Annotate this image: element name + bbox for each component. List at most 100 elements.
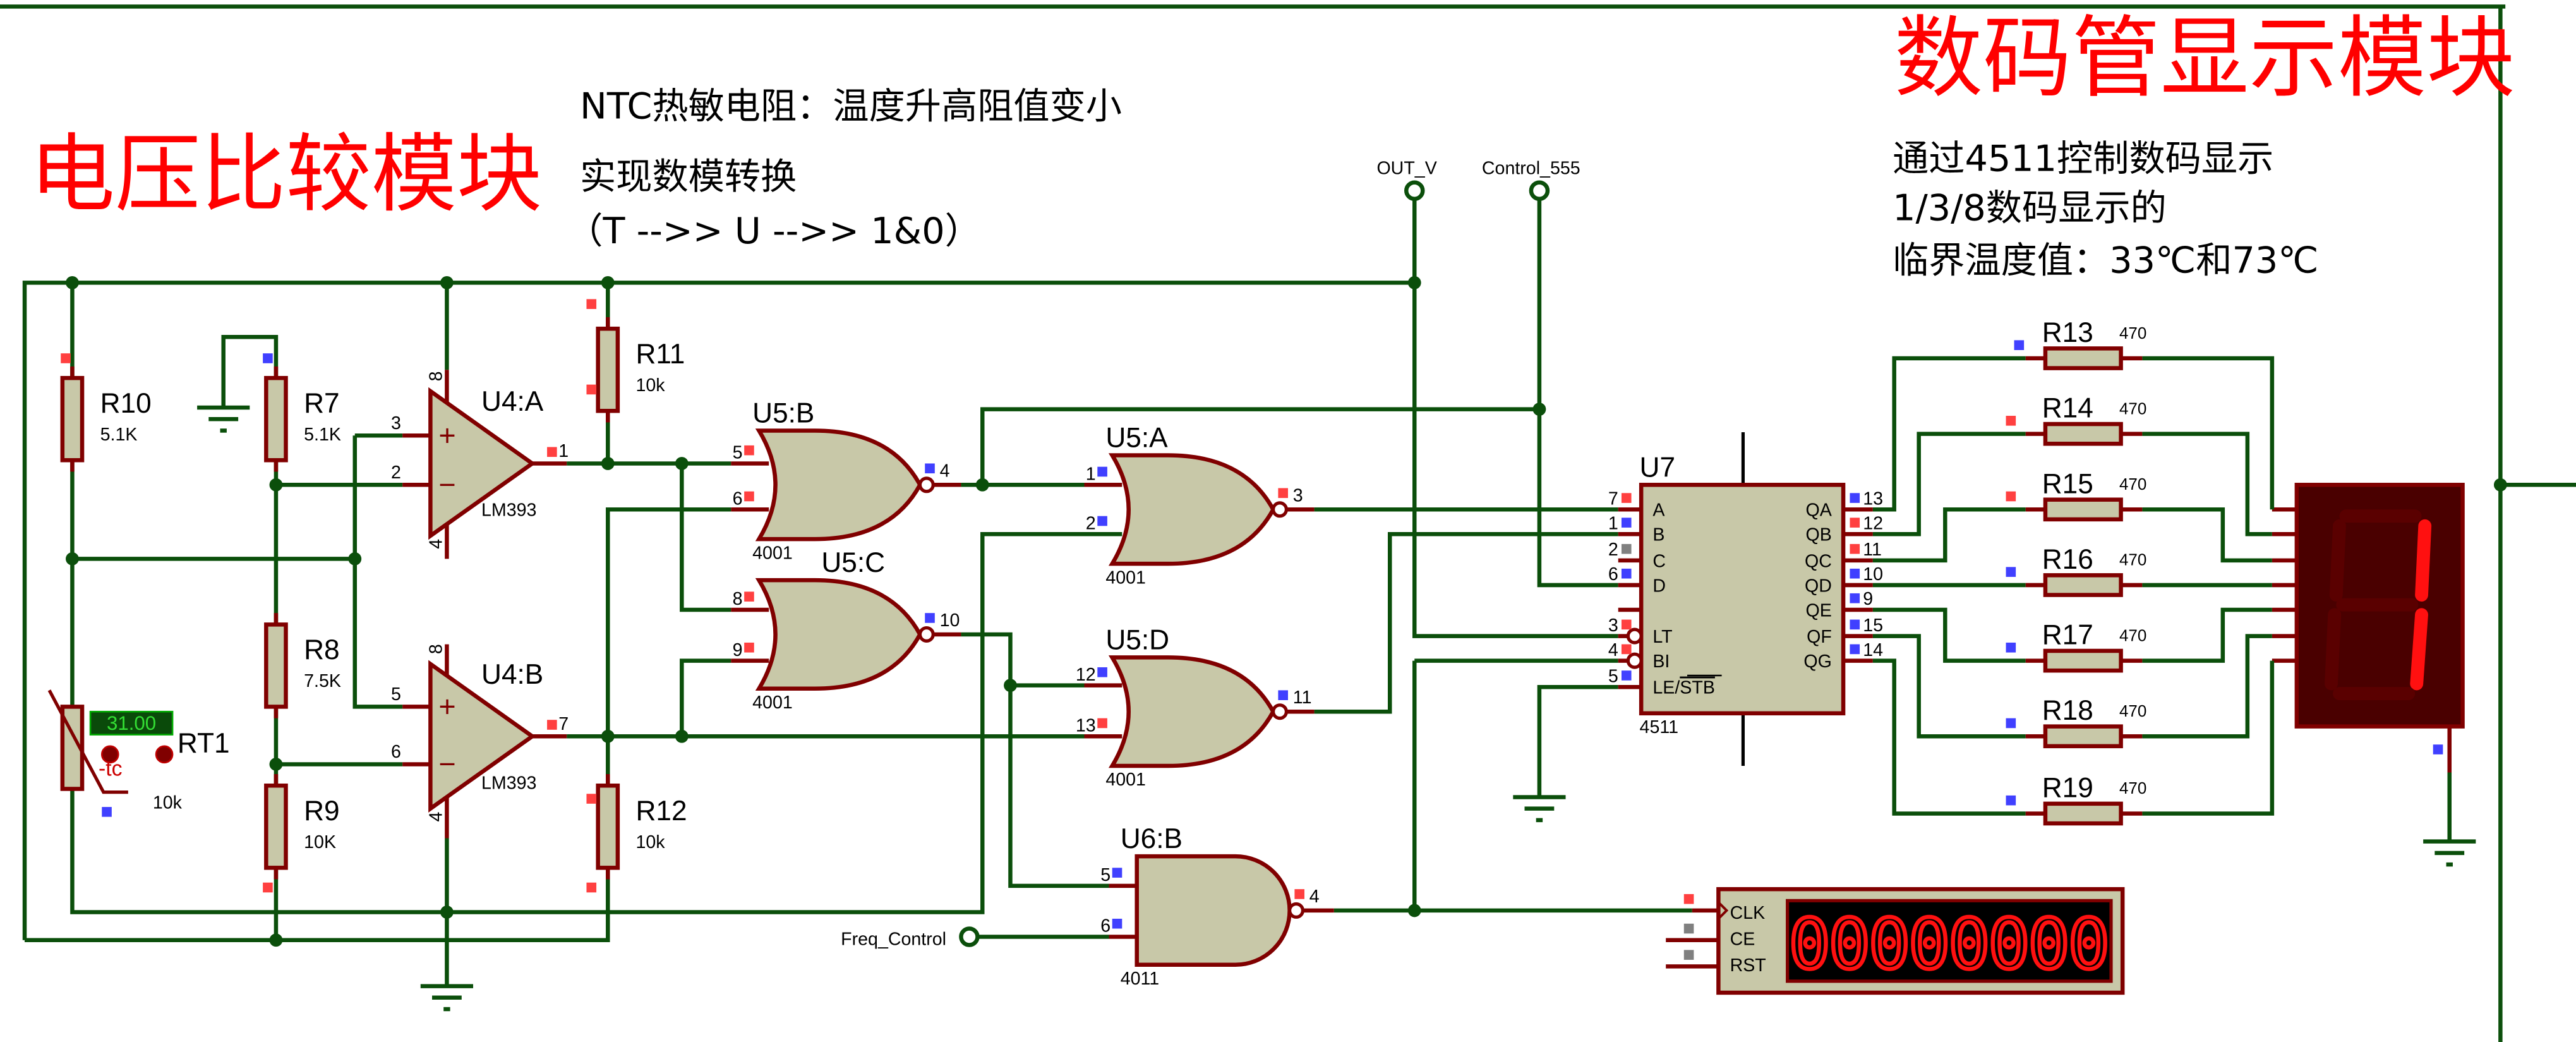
- inverter-bubble: [1288, 902, 1305, 919]
- pin-state-marker: [1278, 488, 1288, 499]
- wire[interactable]: [1412, 198, 1618, 638]
- wire[interactable]: [1872, 507, 2026, 563]
- control-555-terminal-icon[interactable]: [1529, 180, 1550, 201]
- pin-number: 4: [1608, 640, 1618, 660]
- decoder-output-label: QA: [1806, 500, 1833, 521]
- wire[interactable]: [22, 281, 1415, 940]
- wire[interactable]: [25, 863, 610, 942]
- wire[interactable]: [70, 532, 1122, 914]
- decoder-input-label: LT: [1652, 627, 1672, 647]
- temperature-increase-button[interactable]: [155, 745, 174, 764]
- wire[interactable]: [961, 632, 1109, 888]
- temperature-decrease-button[interactable]: [100, 745, 119, 764]
- pin-state-marker: [1621, 568, 1632, 579]
- wire[interactable]: [2142, 634, 2272, 739]
- pin-number: 3: [391, 413, 401, 433]
- comparator-module-title: 电压比较模块: [30, 124, 542, 224]
- opamp-part: LM393: [481, 500, 536, 521]
- pin-state-marker: [2006, 718, 2016, 729]
- pin-number: 5: [1608, 666, 1618, 686]
- pin-number: 4: [1309, 887, 1320, 907]
- inverter-bubble: [918, 626, 935, 643]
- wire[interactable]: [980, 407, 1539, 485]
- control-555-label: Control_555: [1482, 159, 1580, 179]
- wire[interactable]: [2142, 432, 2272, 536]
- resistor-ref: R10: [100, 388, 152, 419]
- wire[interactable]: [1872, 607, 2026, 663]
- pin-number: 7: [1608, 488, 1618, 509]
- wire[interactable]: [1314, 532, 1618, 714]
- decoder-output-label: QF: [1807, 627, 1832, 647]
- wire[interactable]: [680, 658, 731, 737]
- junction-dot: [601, 276, 615, 289]
- pin-number: 6: [1608, 564, 1618, 585]
- wire[interactable]: [1872, 634, 2026, 739]
- resistor-value: 470: [2119, 475, 2146, 494]
- pin-state-marker: [1621, 619, 1632, 630]
- pin-state-marker: [586, 882, 597, 893]
- wire[interactable]: [1872, 432, 2026, 536]
- resistor-value: 7.5K: [304, 671, 341, 691]
- junction-dot: [601, 729, 615, 743]
- wire[interactable]: [2142, 356, 2275, 510]
- wire[interactable]: [680, 463, 731, 612]
- active-low-bubble: [1626, 652, 1643, 669]
- wire[interactable]: [1537, 684, 1618, 797]
- resistor-r8[interactable]: R87.5K: [264, 622, 341, 709]
- wire[interactable]: [1537, 198, 1618, 588]
- resistor-ref: R13: [2042, 317, 2093, 348]
- counter-pin-label: CE: [1730, 930, 1755, 950]
- resistor-r7[interactable]: R75.1K: [264, 375, 341, 463]
- wire[interactable]: [2142, 660, 2275, 816]
- pin-state-marker: [2006, 642, 2016, 653]
- resistor-r10[interactable]: R10 5.1K: [60, 375, 152, 463]
- resistor-value: 470: [2119, 778, 2146, 797]
- resistor-value: 5.1K: [100, 425, 138, 445]
- pin-number: 11: [1293, 688, 1312, 708]
- resistor-value: 470: [2119, 550, 2146, 569]
- wire[interactable]: [352, 435, 403, 709]
- wire[interactable]: [2142, 507, 2272, 563]
- pin-number: 14: [1863, 640, 1883, 660]
- segment-b: [2415, 519, 2432, 602]
- pin-state-marker: [586, 384, 597, 395]
- wire[interactable]: [221, 334, 279, 408]
- wire[interactable]: [1872, 356, 2026, 512]
- resistor-ref: R17: [2042, 620, 2093, 651]
- pin-state-marker: [1097, 718, 1107, 729]
- decoder-u7[interactable]: U74511A7B1C2D6LT3BI45LE/STBQA13QB12QC11Q…: [1608, 452, 1883, 737]
- out-v-terminal-icon[interactable]: [1404, 180, 1425, 201]
- pin-number: 12: [1863, 514, 1883, 534]
- pin-number: 15: [1863, 615, 1883, 636]
- nor-gate-body: [1108, 453, 1276, 566]
- pin-state-marker: [1621, 518, 1632, 528]
- junction-dot: [1407, 904, 1421, 918]
- opamp-ref: U4:A: [481, 386, 544, 417]
- wire[interactable]: [1872, 658, 2026, 816]
- wire[interactable]: [606, 507, 731, 737]
- wire[interactable]: [2142, 607, 2272, 663]
- ground-icon: [420, 984, 474, 1012]
- freq-control-terminal-icon[interactable]: [959, 926, 980, 947]
- pin-state-marker: [1850, 619, 1860, 630]
